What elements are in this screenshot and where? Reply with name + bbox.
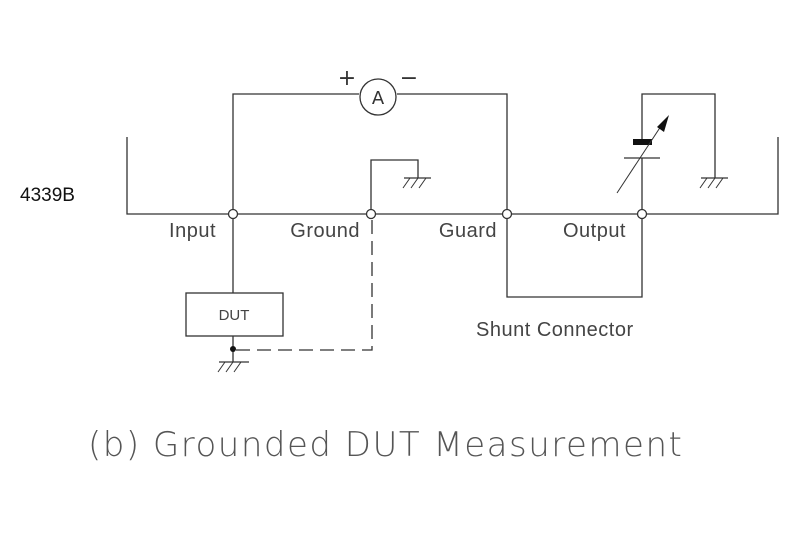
ground-tie-wire <box>370 159 419 214</box>
dashed-ground-return <box>236 218 373 351</box>
terminal-guard <box>501 208 513 220</box>
device-model-label: 4339B <box>20 185 75 206</box>
dut-junction-dot <box>230 346 236 352</box>
shunt-connector-label: Shunt Connector <box>476 319 634 341</box>
terminal-label-output: Output <box>563 220 626 242</box>
dut-label: DUT <box>219 307 250 324</box>
terminal-label-input: Input <box>169 220 216 242</box>
dut-ground-icon <box>217 361 249 373</box>
chassis-ground-icon <box>402 177 431 189</box>
diagram-caption: (b) Grounded DUT Measurement <box>88 425 683 465</box>
source-ground-icon <box>699 177 728 189</box>
terminal-label-ground: Ground <box>290 220 360 242</box>
ammeter-symbol: A <box>372 88 385 109</box>
ammeter-plus-sign: + <box>338 66 356 91</box>
terminal-input <box>227 208 239 220</box>
source-return-wire <box>641 93 716 178</box>
dut-box <box>185 292 284 337</box>
variable-source-arrow-icon <box>616 115 669 194</box>
shunt-connector <box>506 214 643 298</box>
ammeter-icon <box>359 78 397 116</box>
terminal-output <box>636 208 648 220</box>
terminal-ground <box>365 208 377 220</box>
instrument-outline <box>126 137 779 215</box>
ammeter-minus-sign: − <box>400 66 418 91</box>
terminal-label-guard: Guard <box>439 220 497 242</box>
ammeter-wire-right <box>397 93 508 214</box>
ammeter-wire-left <box>232 93 359 214</box>
source-plate-short <box>633 139 652 145</box>
